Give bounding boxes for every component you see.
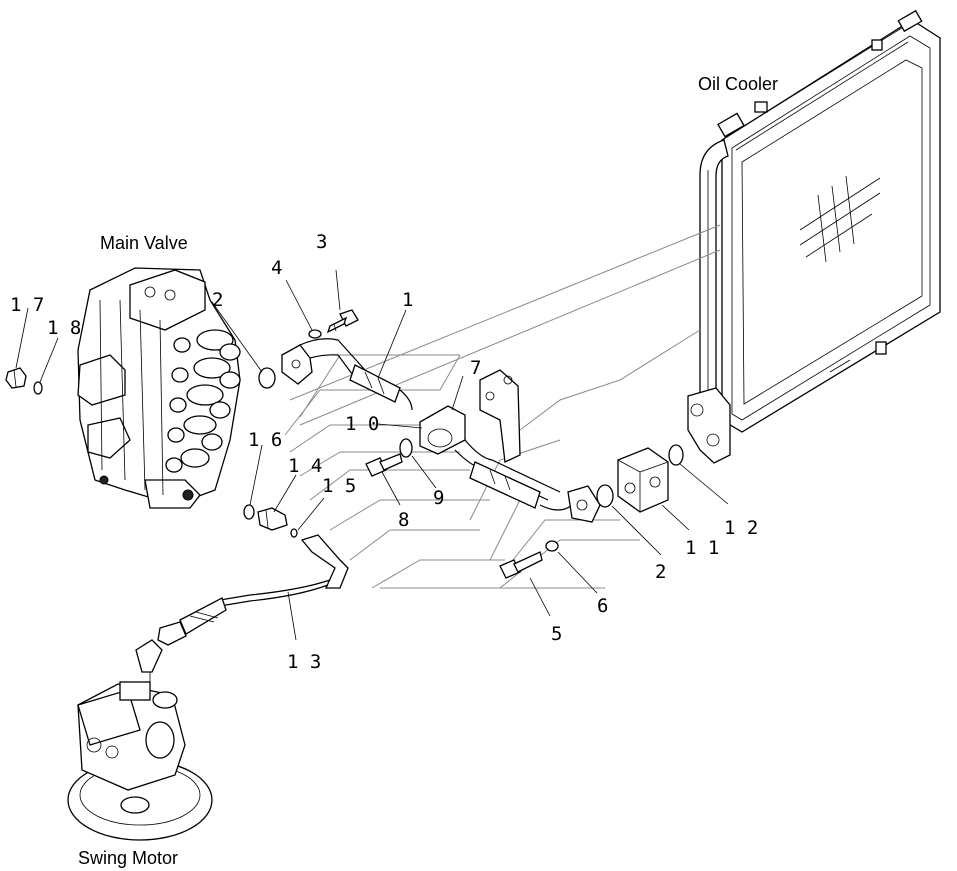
washer-6 <box>545 540 559 552</box>
bracket-7 <box>479 369 521 463</box>
main-valve-label: Main Valve <box>100 233 188 253</box>
callout-6: 6 <box>597 595 608 617</box>
swing-motor <box>67 672 213 841</box>
callout-7: 7 <box>470 357 481 379</box>
leader-guides <box>284 224 721 589</box>
o-ring-2-left <box>258 367 276 389</box>
o-ring-2-right <box>596 484 614 508</box>
callout-3: 3 <box>316 231 327 253</box>
callout-16: 1 6 <box>248 429 282 451</box>
callout-15: 1 5 <box>322 475 356 497</box>
core-hatch-icon <box>799 175 881 263</box>
callout-2-right: 2 <box>655 561 666 583</box>
callout-9: 9 <box>433 487 444 509</box>
pipe-center <box>454 439 601 523</box>
bolt-8 <box>365 453 403 477</box>
callout-17: 1 7 <box>10 294 44 316</box>
clamp-10 <box>419 405 466 455</box>
spool-group-icon <box>165 329 241 473</box>
main-valve <box>77 267 241 509</box>
o-ring-16 <box>243 504 255 520</box>
o-ring-15 <box>290 528 298 538</box>
block-11 <box>617 447 669 513</box>
callout-11: 1 1 <box>685 537 719 559</box>
callout-18: 1 8 <box>47 317 81 339</box>
o-ring-12 <box>668 444 684 466</box>
washer-4 <box>308 329 322 339</box>
callout-13: 1 3 <box>287 651 321 673</box>
pipe-1 <box>281 338 413 411</box>
bolt-5 <box>499 551 543 579</box>
callout-8: 8 <box>398 509 409 531</box>
callout-5: 5 <box>551 623 562 645</box>
adapter-14 <box>257 507 288 531</box>
callout-12: 1 2 <box>724 517 758 539</box>
washer-9 <box>399 438 413 458</box>
plug-17 <box>5 367 27 389</box>
callout-4: 4 <box>271 257 282 279</box>
hose-13 <box>135 534 349 673</box>
callout-14: 1 4 <box>288 455 322 477</box>
bolt-3 <box>326 309 359 334</box>
callout-2-left: 2 <box>212 289 223 311</box>
leader-lines <box>15 269 729 641</box>
oil-cooler <box>687 9 941 464</box>
callout-1: 1 <box>402 289 413 311</box>
callout-10: 1 0 <box>345 413 379 435</box>
swing-motor-label: Swing Motor <box>78 848 178 868</box>
o-ring-18 <box>33 381 43 395</box>
oil-cooler-label: Oil Cooler <box>698 74 778 94</box>
